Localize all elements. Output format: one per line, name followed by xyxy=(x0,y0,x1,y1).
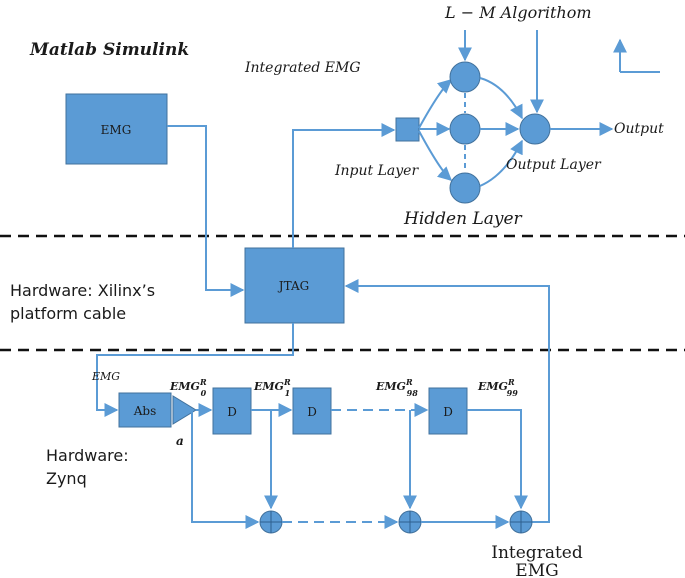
hidden-node-2 xyxy=(449,113,481,145)
input-to-hidden-3 xyxy=(418,130,453,181)
abs-block xyxy=(118,392,172,428)
input-layer-label: Input Layer xyxy=(334,163,419,179)
integrated-emg-label: Integrated EMG xyxy=(244,60,361,76)
jtag-block-label: JTAG xyxy=(277,279,309,293)
input-node xyxy=(395,117,420,142)
delay-block-3-label: D xyxy=(443,405,453,419)
output-label: Output xyxy=(614,121,664,137)
hidden-to-output-3 xyxy=(479,139,523,187)
tap-0-line xyxy=(191,410,260,529)
adder-2 xyxy=(398,510,422,534)
output-node xyxy=(519,113,551,145)
tap-99-line xyxy=(467,409,528,510)
hidden-node-3 xyxy=(449,172,481,204)
input-to-hidden-1 xyxy=(418,79,453,129)
zynq-title-line2: Zynq xyxy=(46,469,87,488)
output-layer-label: Output Layer xyxy=(506,157,602,173)
emg-to-jtag-line xyxy=(167,125,245,297)
delay-block-3 xyxy=(428,387,468,435)
gain-triangle xyxy=(172,395,197,425)
xilinx-title-line2: platform cable xyxy=(10,304,126,323)
delay-block-1-label: D xyxy=(227,405,237,419)
xilinx-title-line1: Hardware: Xilinx’s xyxy=(10,281,155,300)
jtag-to-input-line xyxy=(292,123,396,248)
algorithm-label: L − M Algorithom xyxy=(444,3,592,22)
jtag-to-abs-line xyxy=(96,323,294,417)
abs-block-label: Abs xyxy=(133,404,157,418)
hidden-layer-label: Hidden Layer xyxy=(403,209,523,229)
integrated-emg-output-line1: Integrated xyxy=(491,543,583,563)
delay-block-2-label: D xyxy=(307,405,317,419)
hidden-node-1 xyxy=(449,61,481,93)
integrated-emg-output-line2: EMG xyxy=(515,561,558,578)
emg-input-label: EMG xyxy=(91,370,120,383)
gain-label: a xyxy=(176,434,184,448)
feedback-to-jtag-line xyxy=(344,279,550,523)
emg-block xyxy=(65,93,168,165)
zynq-title-line1: Hardware: xyxy=(46,446,129,465)
adder-1 xyxy=(259,510,283,534)
emg-block-label: EMG xyxy=(101,123,132,137)
matlab-title: Matlab Simulink xyxy=(29,40,189,60)
jtag-block xyxy=(244,247,345,324)
adder-3 xyxy=(509,510,533,534)
hidden-to-output-1 xyxy=(479,77,523,120)
